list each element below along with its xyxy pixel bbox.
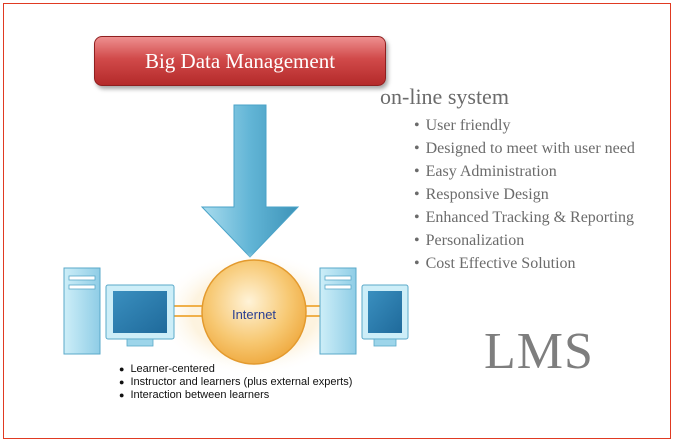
feature-item: Cost Effective Solution [414, 252, 635, 275]
feature-item: Personalization [414, 229, 635, 252]
down-arrow-icon [200, 104, 300, 258]
left-computer-icon [63, 267, 175, 355]
right-computer-icon [319, 267, 409, 355]
internet-label: Internet [231, 307, 277, 322]
note-item: Instructor and learners (plus external e… [119, 376, 352, 389]
note-item: Interaction between learners [119, 389, 352, 402]
feature-item: Enhanced Tracking & Reporting [414, 206, 635, 229]
feature-item: Easy Administration [414, 160, 635, 183]
title-banner: Big Data Management [94, 36, 386, 86]
feature-list: User friendly Designed to meet with user… [414, 114, 635, 275]
slide-frame [3, 3, 671, 439]
network-notes: Learner-centered Instructor and learners… [119, 363, 352, 402]
feature-item: Designed to meet with user need [414, 137, 635, 160]
lms-label: LMS [484, 323, 594, 380]
feature-item: Responsive Design [414, 183, 635, 206]
feature-item: User friendly [414, 114, 635, 137]
subtitle: on-line system [380, 84, 509, 109]
note-item: Learner-centered [119, 363, 352, 376]
slide-title: Big Data Management [144, 48, 336, 73]
